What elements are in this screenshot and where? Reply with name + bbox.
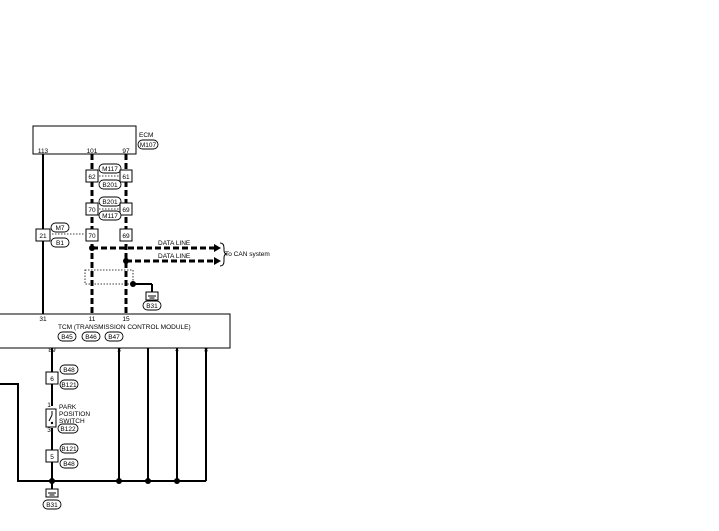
pin-6: 6 [50,376,54,383]
conn-b121-bottom: B121 [61,446,77,453]
joint-b121-b48: B121 5 B48 [45,443,79,469]
tcm-pin-31: 31 [39,316,47,323]
ecm-pin-97: 97 [122,148,130,155]
wires [0,154,221,490]
pin-21: 21 [39,233,47,240]
tcm-pin-11: 11 [89,316,96,323]
tcm-label: TCM (TRANSMISSION CONTROL MODULE) [58,324,191,331]
switch-pin-1: 1 [47,402,51,409]
tcm-conn-b47: B47 [108,334,120,341]
switch-label-line-1: PARK [59,404,77,411]
conn-b201-top: B201 [102,199,118,206]
pin-61: 61 [122,174,130,181]
ecm-block: ECM M107 113 101 97 [32,125,159,155]
conn-b121-top: B121 [61,382,77,389]
can-joint: 70 69 [85,228,133,242]
pin-69-lower: 69 [122,233,130,240]
tcm-pin-8: 8 [204,347,208,354]
conn-b201-bottom: B201 [102,182,118,189]
tcm-pin-3: 3 [117,347,121,354]
data-line-label-1: DATA LINE [158,240,191,247]
switch-pin-3: 3 [47,427,51,434]
pin-70-upper: 70 [88,207,96,214]
ground-top: B31 [142,291,162,311]
tcm-conn-b46: B46 [85,334,97,341]
tcm-pin-89: 89 [48,347,56,354]
tcm-conn-b45: B45 [61,334,73,341]
tcm-pin-7: 7 [146,347,150,354]
conn-m7: M7 [55,225,64,232]
tcm-pin-15: 15 [122,316,130,323]
ground-bottom: B31 [42,488,62,510]
data-lines: DATA LINE DATA LINE To CAN system [158,240,270,267]
switch-label-line-3: SWITCH [59,418,85,425]
conn-b48-top: B48 [63,367,75,374]
pin-5: 5 [50,454,54,461]
ecm-pin-101: 101 [87,148,98,155]
conn-b48-bottom: B48 [63,461,75,468]
ground-top-conn: B31 [146,303,158,310]
conn-b1: B1 [56,240,64,247]
data-line-label-2: DATA LINE [158,253,191,260]
park-position-switch: 1 3 PARK POSITION SWITCH B122 [45,402,90,434]
tcm-pin-4: 4 [175,347,179,354]
ground-bottom-conn: B31 [46,502,58,509]
joint-m7-b1: M7 21 B1 [35,222,70,248]
conn-m117-top: M117 [102,166,118,173]
switch-label-line-2: POSITION [59,411,90,418]
joint-b48-b121: B48 6 B121 [45,364,79,390]
to-can-label: To CAN system [225,251,270,258]
conn-m117-bottom: M117 [102,213,118,220]
pin-62: 62 [88,174,96,181]
ecm-pin-113: 113 [38,148,49,155]
ecm-label: ECM [139,132,153,139]
ecm-connector: M107 [140,142,157,149]
tcm-block: 31 11 15 TCM (TRANSMISSION CONTROL MODUL… [0,313,231,354]
pin-70-lower: 70 [88,233,96,240]
pin-69-upper: 69 [122,207,130,214]
switch-conn-b122: B122 [60,426,76,433]
joint-b201-m117: B201 70 69 M117 [85,196,133,221]
joint-m117-b201: M117 62 61 B201 [85,163,133,190]
